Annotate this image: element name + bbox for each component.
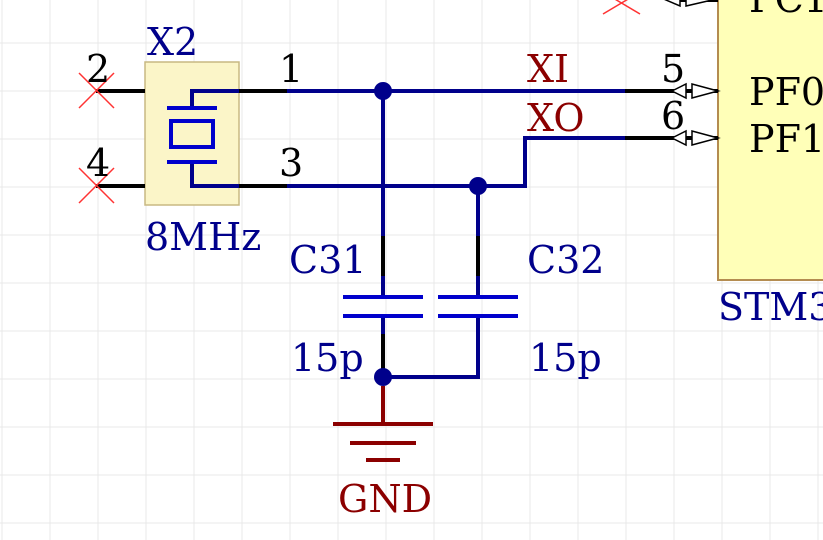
ic-designator: STM3 [718, 285, 823, 329]
c31-value: 15p [291, 336, 364, 380]
bidirectional-port-icon [664, 0, 721, 147]
ic-pin-number-5: 5 [661, 47, 685, 91]
crystal-value: 8MHz [145, 215, 261, 259]
crystal-pin-2: 2 [86, 47, 110, 91]
ic-body[interactable] [717, 0, 823, 281]
crystal-pin-4: 4 [86, 141, 110, 185]
net-label-gnd: GND [338, 477, 432, 521]
ic-pin-name-pf0: PF0- [749, 70, 823, 114]
no-connect-icon [78, 0, 641, 204]
crystal-pin-3: 3 [279, 141, 303, 185]
crystal-lead-3 [190, 160, 241, 188]
capacitor-c32-icon[interactable] [438, 295, 518, 318]
crystal-icon [167, 106, 217, 164]
ic-pin-name-top: PC1 [749, 0, 823, 21]
crystal-lead-1 [190, 89, 241, 110]
crystal-designator: X2 [147, 20, 198, 64]
c32-designator: C32 [527, 238, 604, 282]
c31-designator: C31 [289, 238, 366, 282]
ground-icon[interactable] [333, 386, 433, 462]
ic-pin-number-6: 6 [661, 94, 685, 138]
net-label-xo: XO [527, 96, 585, 140]
crystal-pin-1: 1 [279, 47, 303, 91]
wire-xo [523, 136, 627, 188]
c32-value: 15p [529, 336, 602, 380]
capacitor-c31-icon[interactable] [343, 295, 423, 318]
junction-dot-icon [374, 82, 487, 386]
net-label-xi: XI [527, 47, 569, 91]
ic-pin-name-pf1: PF1- [749, 117, 823, 161]
